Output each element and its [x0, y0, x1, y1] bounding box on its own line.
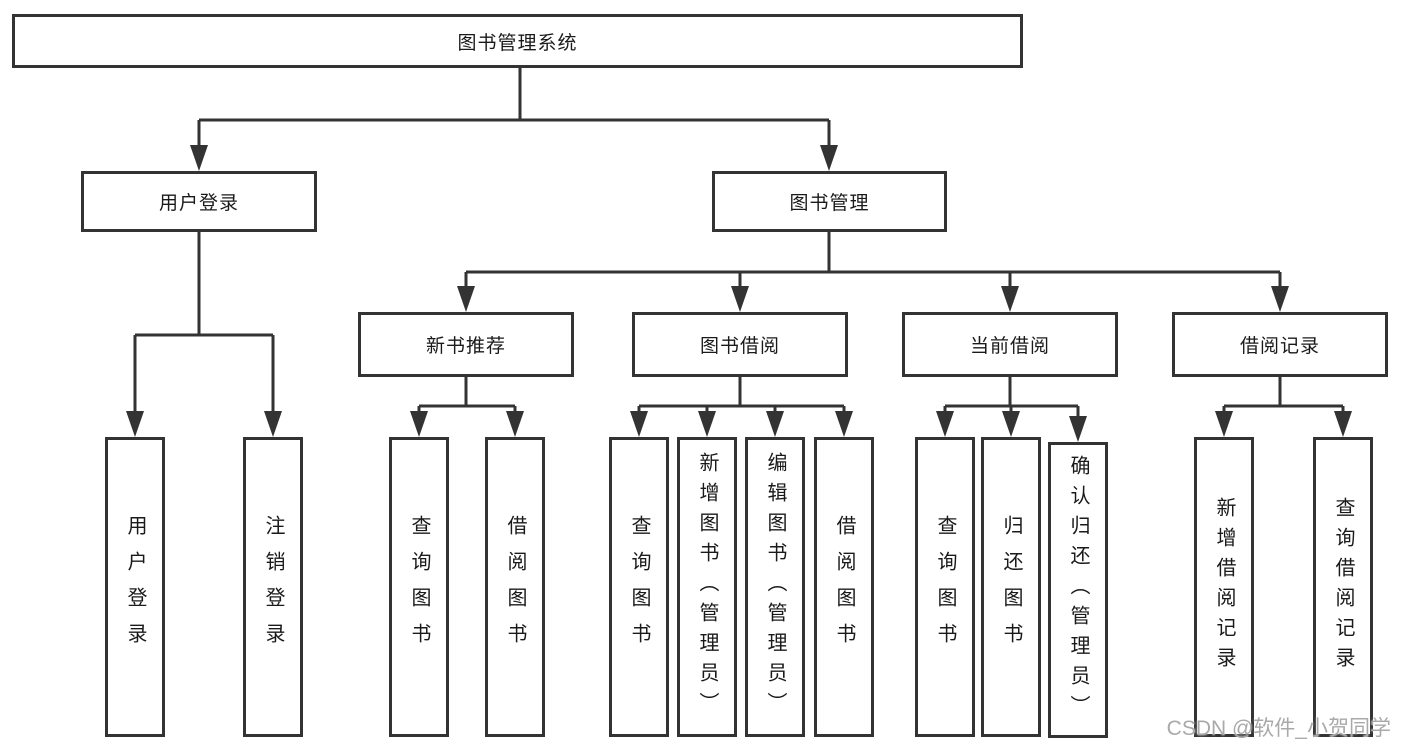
arrowhead-icon — [1002, 411, 1020, 437]
leaf-query-books-borrow-label: 查询图书 — [628, 515, 650, 659]
leaf-query-borrow-record: 查询借阅记录 — [1313, 437, 1373, 737]
leaf-add-books-admin: 新增图书（管理员） — [677, 437, 737, 737]
leaf-edit-books-admin: 编辑图书（管理员） — [745, 437, 805, 737]
leaf-borrow-books-recommend: 借阅图书 — [485, 437, 545, 737]
arrowhead-icon — [126, 411, 144, 437]
connector-user-login — [133, 232, 275, 412]
connector-borrow-records — [1222, 377, 1345, 412]
connector-book-management — [464, 232, 1282, 287]
node-book-management-label: 图书管理 — [789, 193, 870, 214]
arrowhead-icon — [506, 411, 524, 437]
leaf-query-books-current: 查询图书 — [915, 437, 975, 737]
arrowhead-icon — [190, 145, 208, 171]
arrowhead-icon — [698, 411, 716, 437]
node-book-borrow: 图书借阅 — [632, 312, 848, 377]
arrowhead-icon — [1001, 286, 1019, 312]
arrowhead-icon — [630, 411, 648, 437]
node-book-management: 图书管理 — [712, 171, 947, 232]
connector-book-borrow — [637, 377, 846, 412]
node-borrow-records-label: 借阅记录 — [1239, 336, 1320, 357]
arrowhead-icon — [820, 145, 838, 171]
node-user-login-label: 用户登录 — [158, 193, 239, 214]
watermark: CSDN @软件_小贺同学 — [1166, 717, 1391, 740]
leaf-query-books-current-label: 查询图书 — [934, 515, 956, 659]
arrowhead-icon — [410, 411, 428, 437]
node-book-borrow-label: 图书借阅 — [699, 336, 780, 357]
connector-current-borrow — [943, 377, 1080, 417]
leaf-user-login: 用户登录 — [105, 437, 165, 737]
arrowhead-icon — [936, 411, 954, 437]
leaf-query-books-recommend: 查询图书 — [389, 437, 449, 737]
leaf-borrow-books-recommend-label: 借阅图书 — [504, 515, 526, 659]
arrowhead-icon — [766, 411, 784, 437]
leaf-borrow-books-borrow-label: 借阅图书 — [833, 515, 855, 659]
leaf-add-books-admin-label: 新增图书（管理员） — [696, 452, 718, 722]
arrowhead-icon — [1215, 411, 1233, 437]
leaf-logout-label: 注销登录 — [262, 515, 284, 659]
leaf-add-borrow-record: 新增借阅记录 — [1194, 437, 1254, 737]
arrowhead-icon — [835, 411, 853, 437]
leaf-borrow-books-borrow: 借阅图书 — [814, 437, 874, 737]
leaf-query-borrow-record-label: 查询借阅记录 — [1332, 497, 1354, 677]
node-root-label: 图书管理系统 — [457, 32, 578, 54]
node-current-borrow-label: 当前借阅 — [969, 336, 1050, 357]
node-new-book-recommend-label: 新书推荐 — [425, 336, 506, 357]
leaf-confirm-return-admin-label: 确认归还（管理员） — [1067, 455, 1089, 725]
connector-root — [197, 68, 831, 146]
leaf-logout: 注销登录 — [243, 437, 303, 737]
arrowhead-icon — [731, 286, 749, 312]
node-root: 图书管理系统 — [12, 14, 1023, 68]
connector-new-book-recommend — [417, 377, 517, 412]
node-user-login: 用户登录 — [81, 171, 317, 232]
leaf-edit-books-admin-label: 编辑图书（管理员） — [764, 452, 786, 722]
leaf-query-books-recommend-label: 查询图书 — [408, 515, 430, 659]
arrowhead-icon — [457, 286, 475, 312]
leaf-add-borrow-record-label: 新增借阅记录 — [1213, 497, 1235, 677]
arrowhead-icon — [1069, 416, 1087, 442]
leaf-confirm-return-admin: 确认归还（管理员） — [1048, 442, 1108, 738]
leaf-query-books-borrow: 查询图书 — [609, 437, 669, 737]
node-borrow-records: 借阅记录 — [1172, 312, 1388, 377]
arrowhead-icon — [264, 411, 282, 437]
node-current-borrow: 当前借阅 — [902, 312, 1118, 377]
arrowhead-icon — [1334, 411, 1352, 437]
arrowhead-icon — [1271, 286, 1289, 312]
leaf-return-books-label: 归还图书 — [1000, 515, 1022, 659]
node-new-book-recommend: 新书推荐 — [358, 312, 574, 377]
leaf-return-books: 归还图书 — [981, 437, 1041, 737]
leaf-user-login-label: 用户登录 — [124, 515, 146, 659]
